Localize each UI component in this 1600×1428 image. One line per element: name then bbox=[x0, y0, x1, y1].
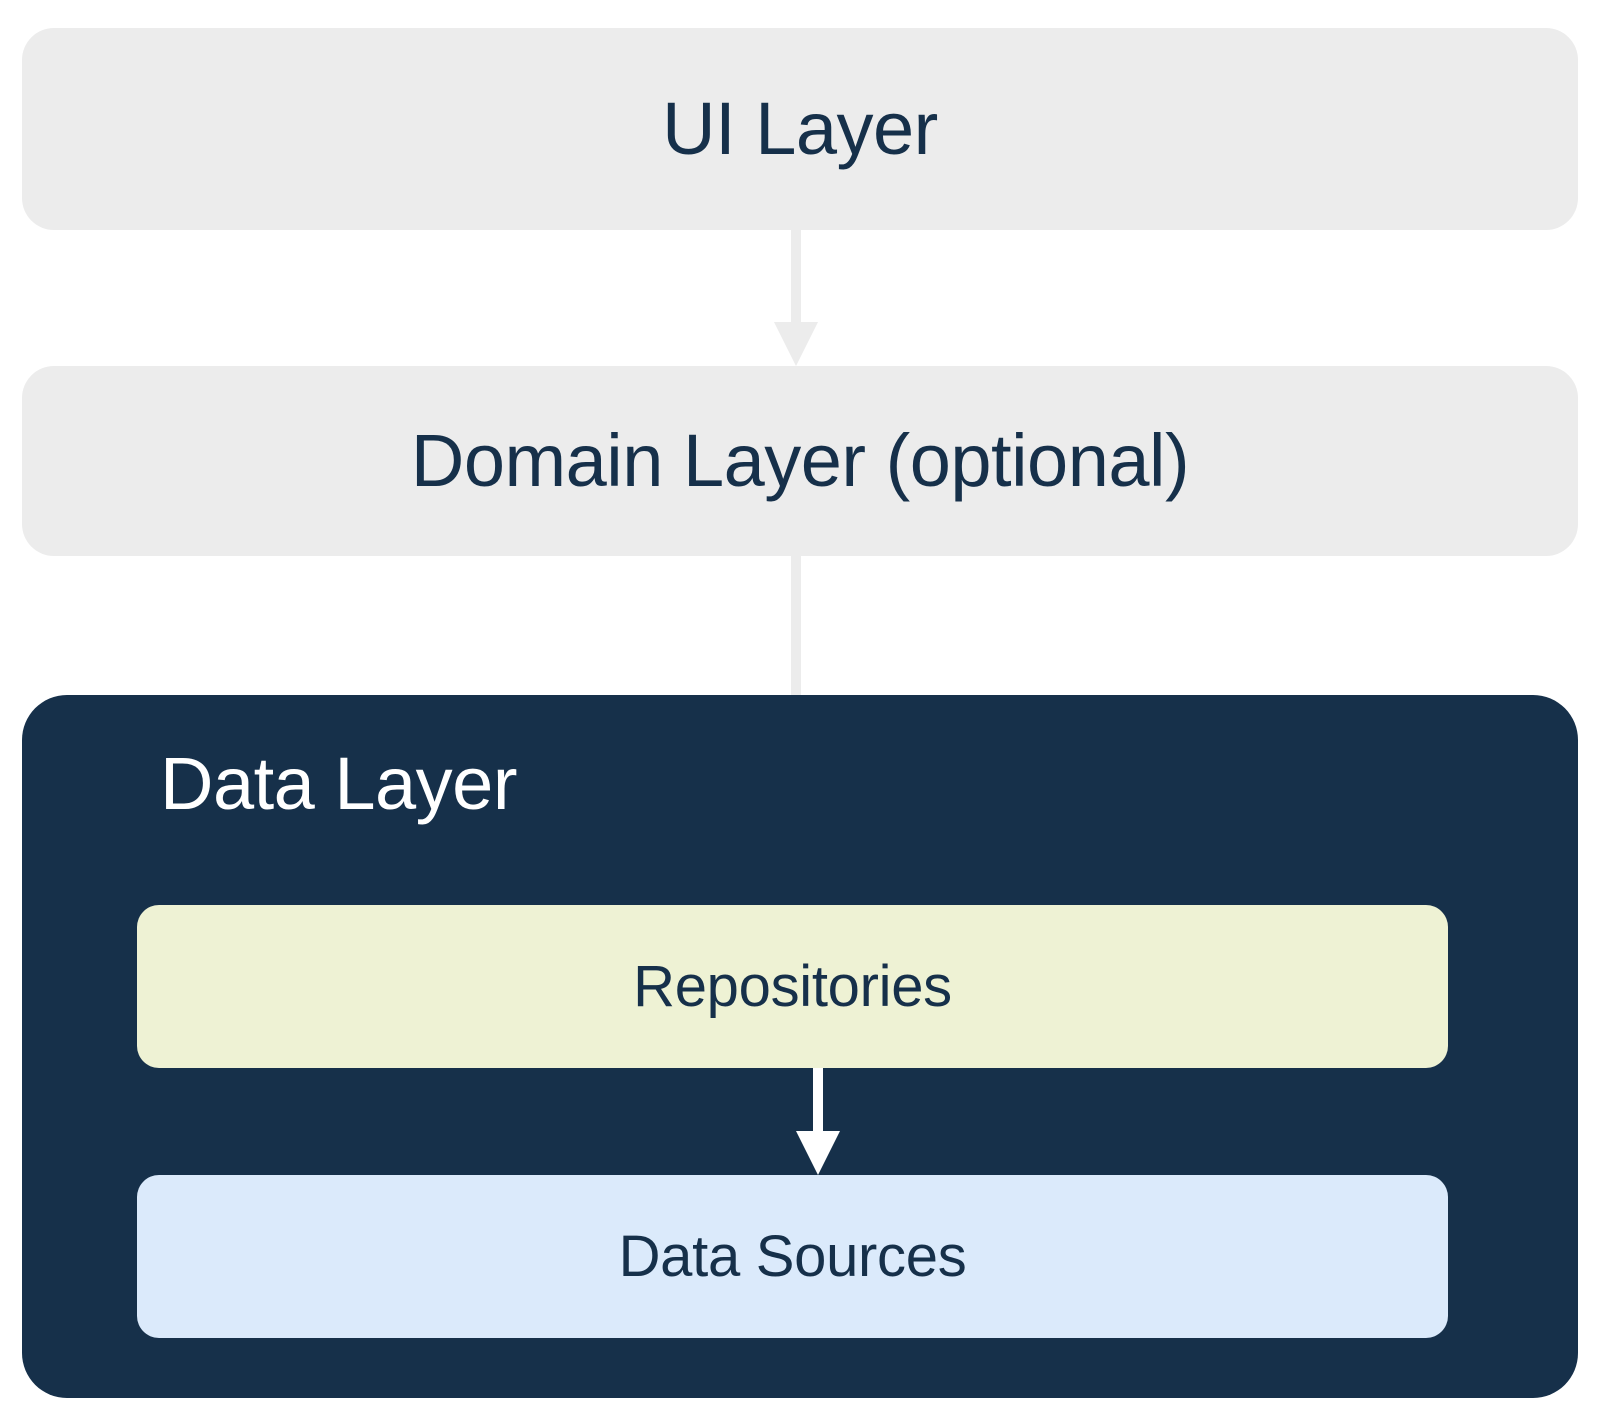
domain-layer-box: Domain Layer (optional) bbox=[22, 366, 1578, 556]
repositories-box: Repositories bbox=[137, 905, 1448, 1068]
repositories-label: Repositories bbox=[633, 953, 952, 1019]
arrow-ui-to-domain-icon bbox=[774, 230, 818, 366]
domain-layer-label: Domain Layer (optional) bbox=[410, 419, 1190, 502]
data-layer-box: Data Layer Repositories Data Sources bbox=[22, 695, 1578, 1398]
ui-layer-label: UI Layer bbox=[662, 87, 938, 170]
data-layer-label: Data Layer bbox=[160, 742, 517, 825]
arrow-repositories-to-data-sources-icon bbox=[796, 1068, 840, 1175]
ui-layer-box: UI Layer bbox=[22, 28, 1578, 230]
data-sources-box: Data Sources bbox=[137, 1175, 1448, 1338]
data-sources-label: Data Sources bbox=[618, 1223, 967, 1289]
